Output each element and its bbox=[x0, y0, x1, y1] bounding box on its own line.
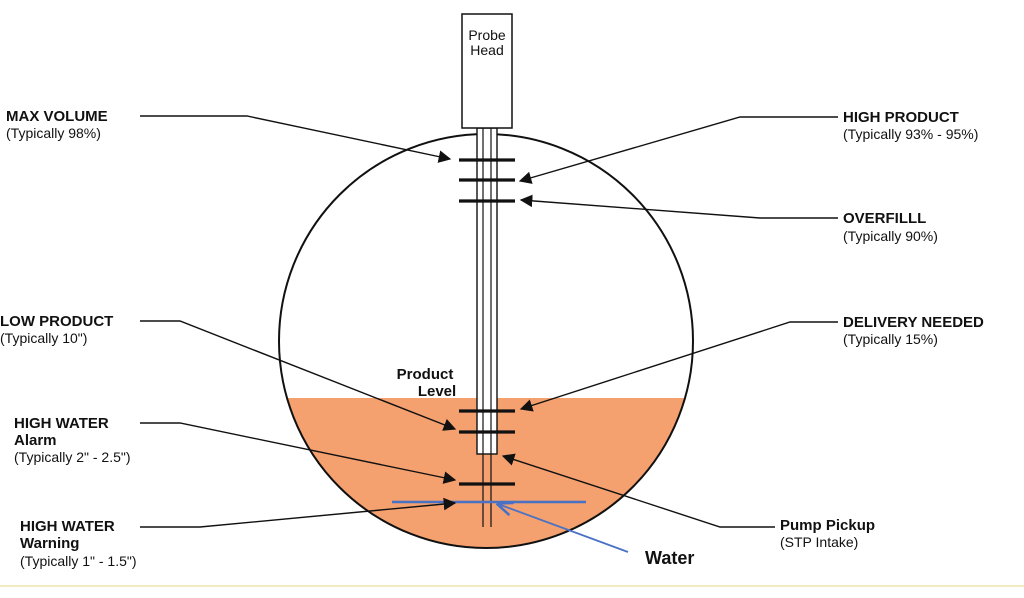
label-high-water-alarm-line2: Alarm bbox=[14, 432, 57, 449]
probe-head-label-line2: Head bbox=[470, 42, 503, 58]
label-delivery-needed-title: DELIVERY NEEDED bbox=[843, 314, 984, 331]
label-pump-pickup-sub: (STP Intake) bbox=[780, 534, 858, 550]
label-water: Water bbox=[645, 548, 694, 568]
probe-head-box bbox=[461, 13, 513, 129]
label-pump-pickup-title: Pump Pickup bbox=[780, 517, 875, 534]
label-max-volume-title: MAX VOLUME bbox=[6, 108, 108, 125]
leader-high-water-warning bbox=[140, 497, 457, 528]
label-high-product-title: HIGH PRODUCT bbox=[843, 109, 959, 126]
label-high-water-alarm-line1: HIGH WATER bbox=[14, 415, 109, 432]
label-high-water-warning-line2: Warning bbox=[20, 535, 79, 552]
label-product-level-line1: Product bbox=[397, 366, 454, 383]
label-product-level-line2: Level bbox=[418, 383, 456, 400]
label-overfill-title: OVERFILLL bbox=[843, 210, 926, 227]
label-high-water-warning-sub: (Typically 1" - 1.5") bbox=[20, 553, 137, 569]
leader-delivery-needed bbox=[519, 321, 838, 412]
probe-head-label-line1: Probe bbox=[468, 27, 506, 43]
label-low-product-sub: (Typically 10") bbox=[0, 330, 87, 346]
label-high-water-alarm-sub: (Typically 2" - 2.5") bbox=[14, 449, 131, 465]
leader-pump-pickup bbox=[501, 453, 775, 528]
leader-high-product bbox=[518, 116, 838, 184]
label-overfill-sub: (Typically 90%) bbox=[843, 228, 938, 244]
leader-max-volume bbox=[140, 115, 452, 163]
label-high-product-sub: (Typically 93% - 95%) bbox=[843, 126, 978, 142]
label-max-volume-sub: (Typically 98%) bbox=[6, 125, 101, 141]
leader-water bbox=[498, 504, 629, 553]
probe-tube bbox=[476, 127, 498, 455]
leader-low-product bbox=[140, 320, 457, 431]
label-low-product-title: LOW PRODUCT bbox=[0, 313, 113, 330]
label-high-water-warning-line1: HIGH WATER bbox=[20, 518, 115, 535]
leader-high-water-alarm bbox=[140, 422, 457, 484]
label-delivery-needed-sub: (Typically 15%) bbox=[843, 331, 938, 347]
leader-overfill bbox=[519, 194, 838, 219]
